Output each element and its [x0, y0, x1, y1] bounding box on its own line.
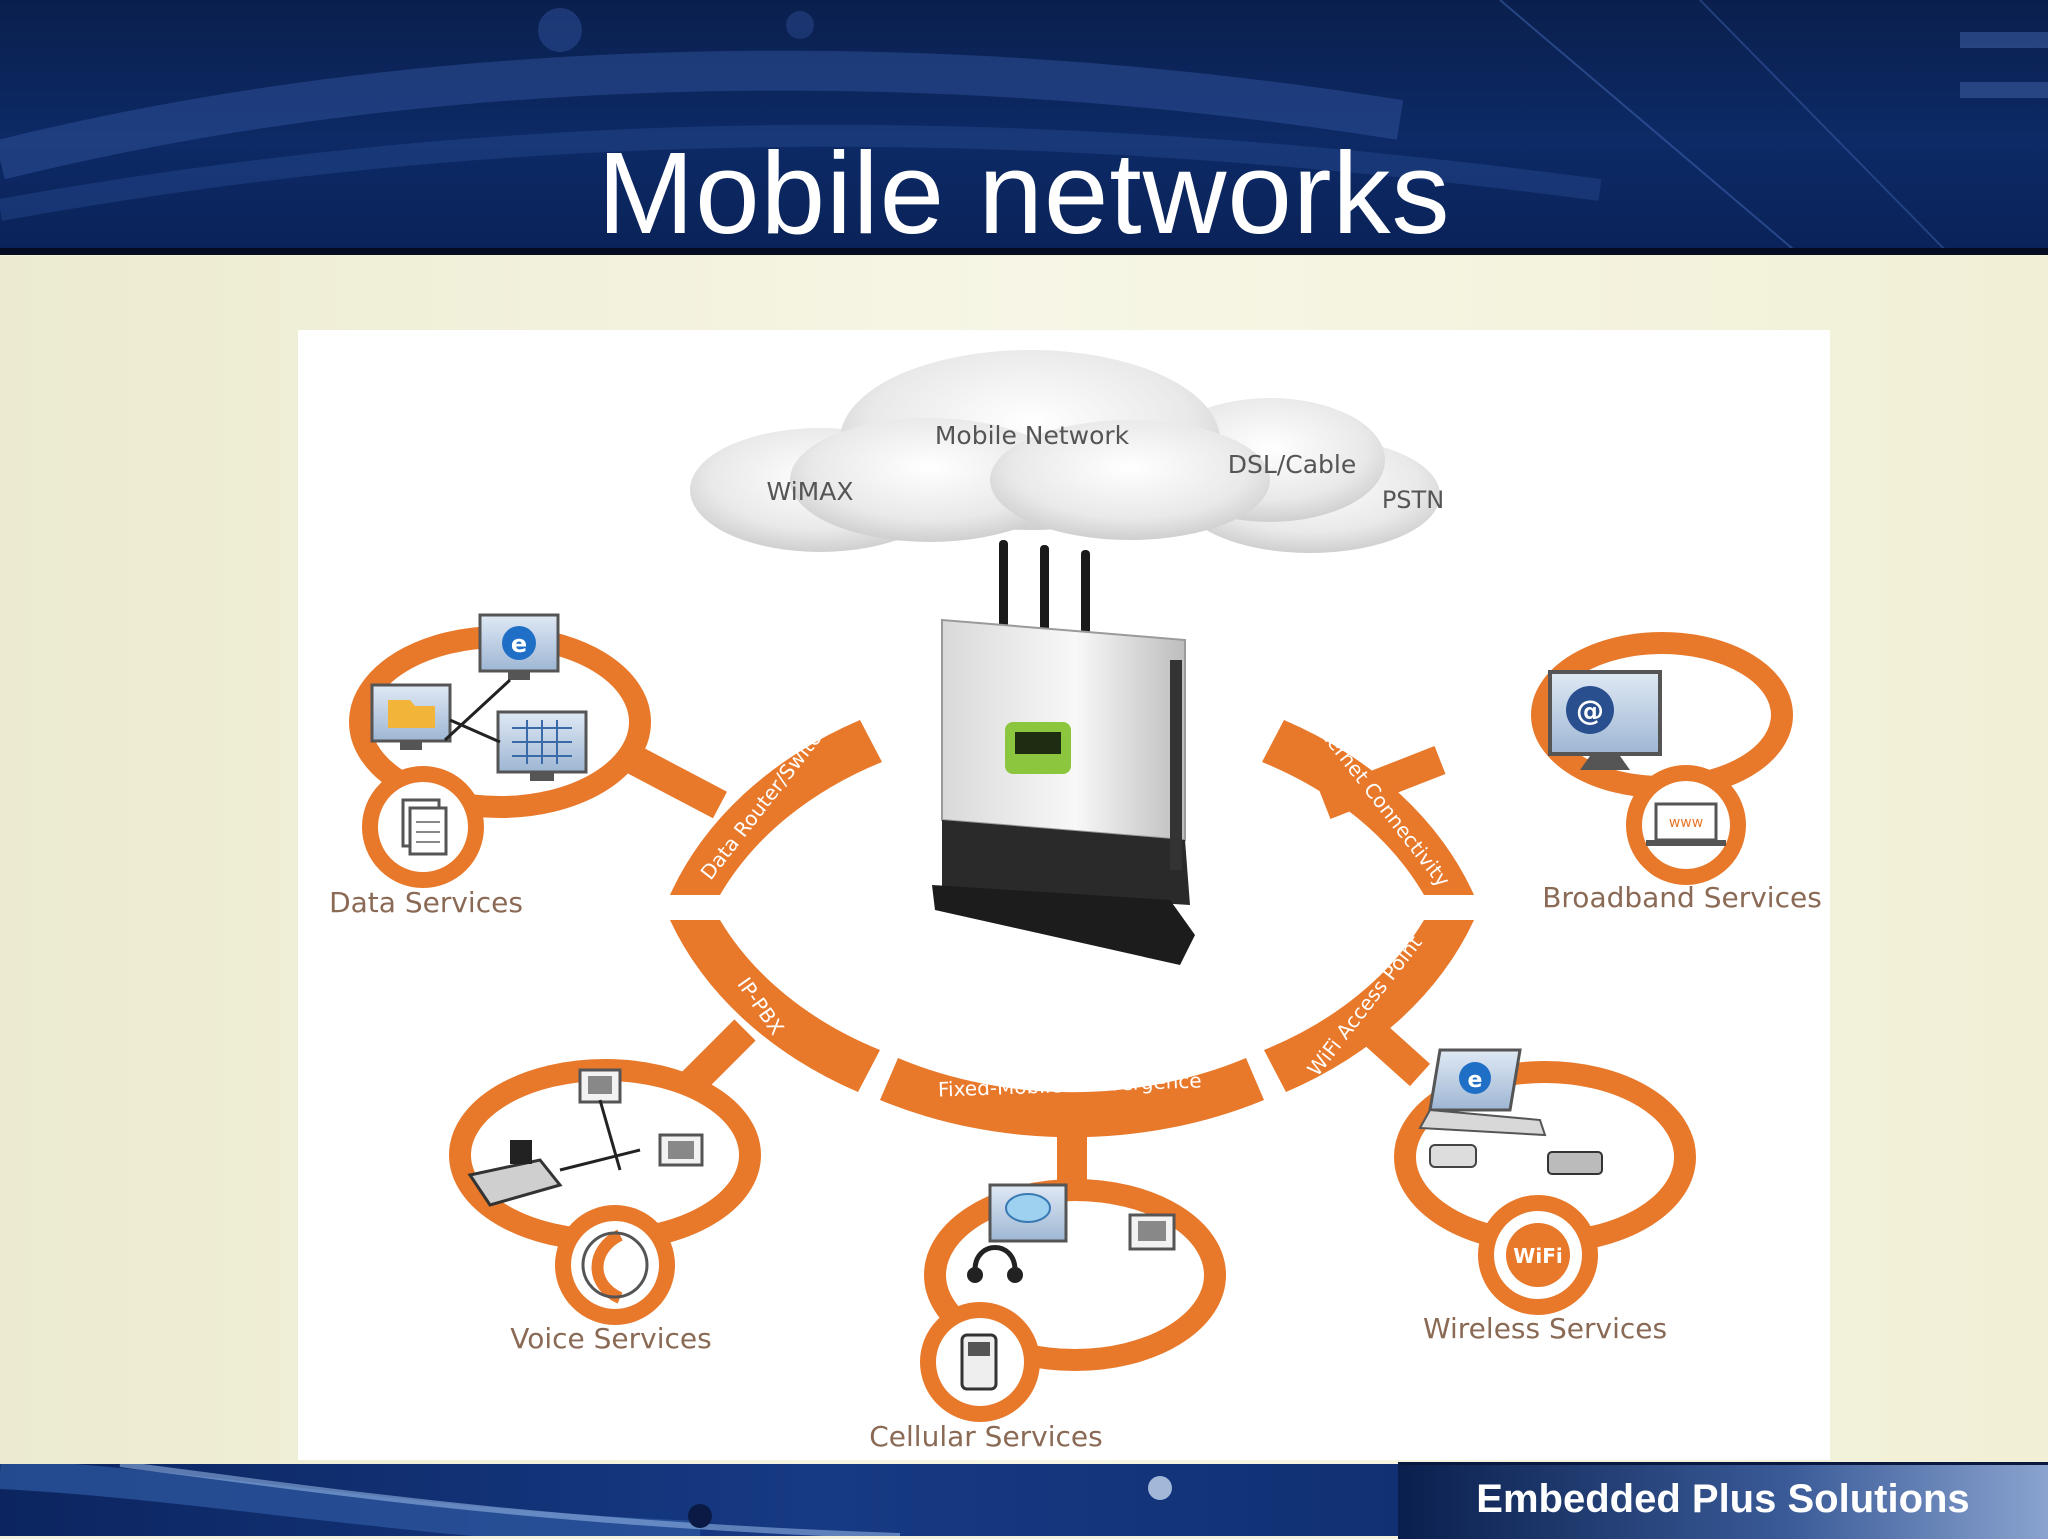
svg-text:e: e — [1468, 1068, 1483, 1093]
wifi-badge-icon: WiFi — [1506, 1223, 1570, 1287]
slide-title: Mobile networks — [597, 128, 1451, 258]
service-circle-cellular — [924, 1179, 1226, 1371]
cloud-label-mobile-network: Mobile Network — [935, 421, 1130, 450]
router-display — [1015, 732, 1061, 754]
cloud-puff — [790, 418, 1070, 542]
folder-monitor-icon — [370, 683, 452, 750]
voice-services-icons — [467, 1068, 704, 1304]
router-antenna — [1040, 545, 1049, 645]
footer-decoration — [0, 1464, 1172, 1536]
service-label-wireless: Wireless Services — [1423, 1312, 1667, 1345]
service-ring — [670, 720, 1474, 1138]
broadband-services-icons: @ www — [1548, 670, 1726, 846]
network-link — [443, 678, 512, 742]
footer-brand: Embedded Plus Solutions — [1398, 1462, 2048, 1539]
cloud-label-pstn: PSTN — [1382, 486, 1444, 514]
network-link — [449, 718, 501, 744]
service-badge-voice — [555, 1205, 675, 1325]
ring-segment-fmc — [880, 1058, 1264, 1138]
spreadsheet-monitor-icon — [496, 710, 588, 781]
svg-text:e: e — [511, 630, 527, 658]
ring-segment-wifi — [1264, 920, 1474, 1092]
service-label-voice: Voice Services — [510, 1322, 711, 1355]
network-link — [559, 1148, 641, 1172]
cloud-label-wimax: WiMAX — [767, 477, 854, 506]
service-label-broadband: Broadband Services — [1542, 881, 1822, 914]
cloud-label-dsl-cable: DSL/Cable — [1228, 450, 1356, 479]
headset-icon — [967, 1245, 1023, 1283]
www-badge: www — [1669, 815, 1703, 831]
cellular-services-icons — [960, 1183, 1176, 1391]
fax-machine-icon — [467, 1140, 563, 1207]
cloud-group: WiMAX Mobile Network DSL/Cable PSTN — [690, 350, 1444, 553]
router-antenna — [999, 540, 1008, 640]
wireless-services-icons: e WiFi — [1418, 1048, 1603, 1287]
desk-phone-icon — [658, 1133, 704, 1167]
ring-segment-internet — [1262, 720, 1474, 895]
chat-monitor-icon — [988, 1183, 1068, 1243]
router-device — [932, 540, 1195, 965]
browser-monitor-icon: e — [478, 613, 560, 680]
flip-phone-icon — [1429, 1144, 1477, 1168]
wifi-badge-label: WiFi — [1513, 1244, 1562, 1268]
desk-phone-icon — [578, 1068, 622, 1104]
svg-text:@: @ — [1576, 694, 1604, 727]
www-laptop-icon: www — [1646, 802, 1726, 846]
router-side — [1170, 660, 1182, 870]
browser-laptop-icon: e — [1418, 1048, 1547, 1137]
service-label-data: Data Services — [329, 886, 523, 919]
header-divider — [0, 248, 2048, 255]
router-base — [942, 820, 1190, 905]
cloud-puff — [990, 420, 1270, 540]
ring-segment-ip-pbx — [670, 920, 880, 1092]
connector-data — [618, 741, 727, 819]
pda-icon — [1547, 1151, 1603, 1175]
desk-phone-icon — [1128, 1213, 1176, 1251]
data-services-icons: e — [370, 613, 588, 856]
service-labels: Data Services Broadband Services Voice S… — [329, 881, 1822, 1453]
documents-icon — [401, 798, 448, 856]
phone-handset-icon — [581, 1229, 649, 1304]
mobile-phone-icon — [960, 1333, 998, 1391]
email-monitor-icon: @ — [1548, 670, 1662, 770]
slide-header — [0, 0, 2048, 255]
connector-voice — [679, 1019, 756, 1096]
router-stand — [932, 885, 1195, 965]
service-label-cellular: Cellular Services — [869, 1420, 1103, 1453]
ring-segment-data-router — [670, 720, 882, 895]
network-link — [598, 1099, 622, 1171]
router-antenna — [1081, 550, 1090, 650]
footer-brand-text: Embedded Plus Solutions — [1476, 1477, 1970, 1521]
header-decoration — [0, 0, 2048, 255]
